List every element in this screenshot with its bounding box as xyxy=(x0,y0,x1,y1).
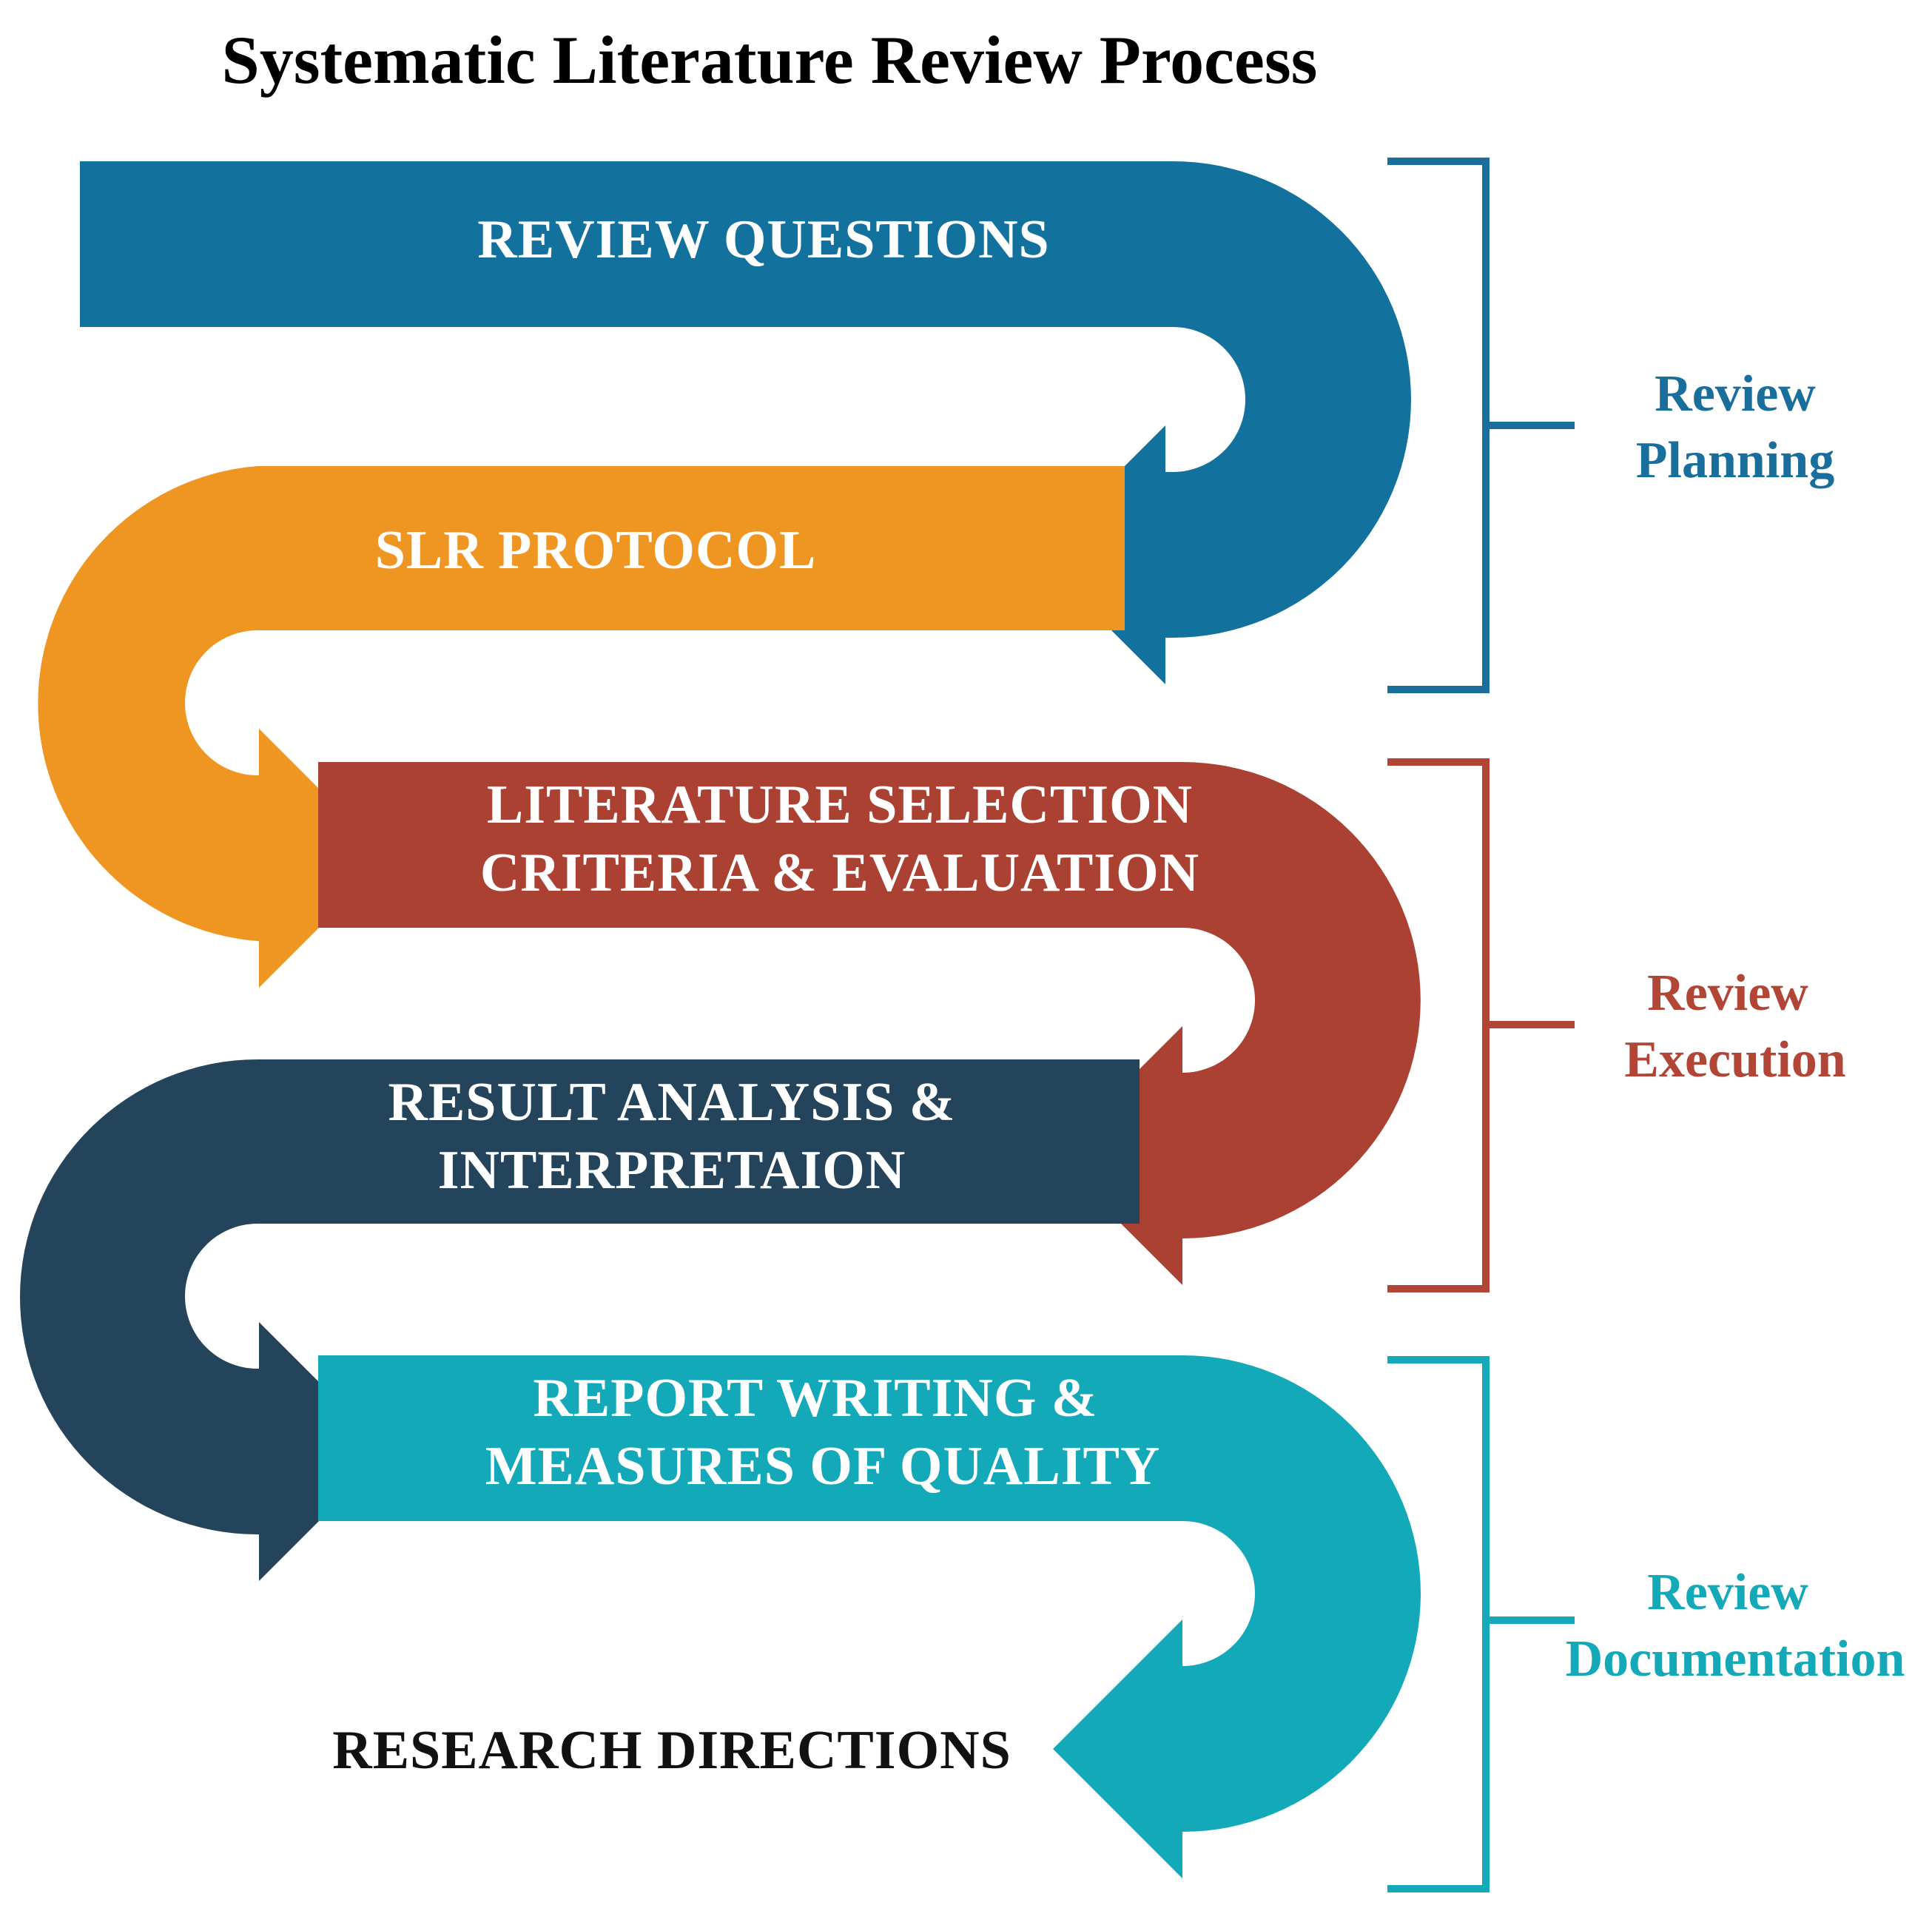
phase-3-bracket xyxy=(1387,1356,1575,1892)
step-3-label-line-2: CRITERIA & EVALUATION xyxy=(480,843,1199,903)
step-5-label-line-2: MEASURES OF QUALITY xyxy=(485,1436,1161,1497)
phase-2-bracket xyxy=(1387,758,1575,1292)
phase-3-label-line-2: Documentation xyxy=(1566,1631,1905,1688)
step-4-label-line-2: INTERPRETAION xyxy=(438,1140,906,1201)
step-4-label-line-1: RESULT ANALYSIS & xyxy=(388,1072,956,1133)
phase-1-label-line-2: Planning xyxy=(1636,432,1834,489)
step-5-band xyxy=(318,1355,1421,1878)
diagram-title: Systematic Literature Review Process xyxy=(222,22,1318,98)
phase-1-bracket xyxy=(1387,158,1575,693)
step-5-label-line-1: REPORT WRITING & xyxy=(533,1368,1097,1429)
step-6-label: RESEARCH DIRECTIONS xyxy=(332,1720,1011,1781)
step-1-label: REVIEW QUESTIONS xyxy=(477,209,1049,270)
step-4-band xyxy=(20,1059,1140,1581)
step-3-label-line-1: LITERATURE SELECTION xyxy=(487,775,1193,835)
phase-1-label-line-1: Review xyxy=(1655,365,1816,422)
phase-2-label-line-2: Execution xyxy=(1624,1031,1845,1088)
phase-2-label-line-1: Review xyxy=(1647,965,1808,1022)
phase-3-label-line-1: Review xyxy=(1647,1564,1808,1621)
step-2-band xyxy=(38,466,1125,988)
step-3-band xyxy=(318,762,1421,1285)
step-2-label: SLR PROTOCOL xyxy=(375,520,817,581)
